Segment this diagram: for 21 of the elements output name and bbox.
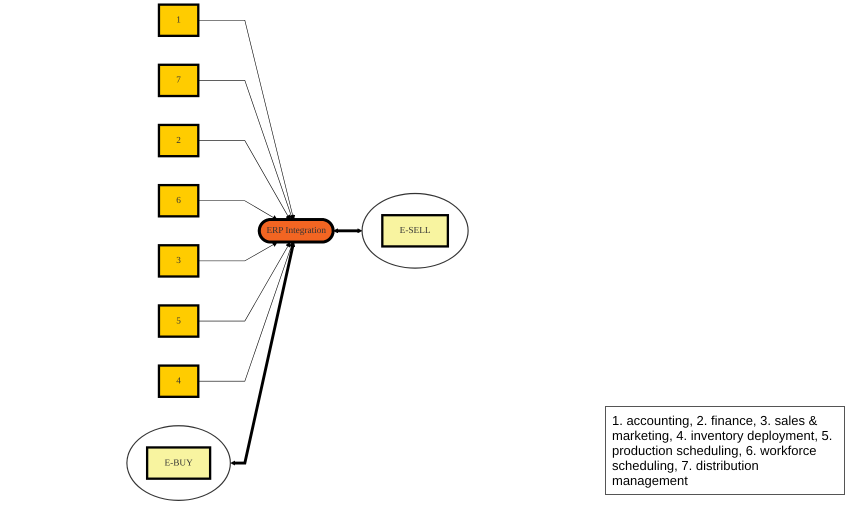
- node-box: 6: [158, 184, 200, 218]
- note-box: 1. accounting, 2. finance, 3. sales & marketing, 4. inventory deployment, 5. production scheduling, 6. workforce scheduling, 7. distribution management: [605, 406, 845, 495]
- cluster: [362, 192, 469, 269]
- node-box: 7: [158, 64, 200, 98]
- arrow: [198, 242, 278, 262]
- arrow: [198, 20, 296, 220]
- arrow: [198, 242, 294, 382]
- arrow: [198, 80, 294, 220]
- arrow: [230, 242, 296, 466]
- node-box: 1: [158, 3, 200, 38]
- node-box: E-SELL: [381, 214, 450, 248]
- cluster: [126, 425, 231, 501]
- node-box: 4: [158, 364, 200, 398]
- arrow: [198, 200, 278, 220]
- node-box: 2: [158, 124, 200, 158]
- node-box: 3: [158, 244, 200, 278]
- arrow: [198, 140, 290, 220]
- arrow: [333, 228, 362, 234]
- arrow: [198, 242, 290, 322]
- node-box: E-BUY: [146, 446, 212, 480]
- node-box: 5: [158, 304, 200, 338]
